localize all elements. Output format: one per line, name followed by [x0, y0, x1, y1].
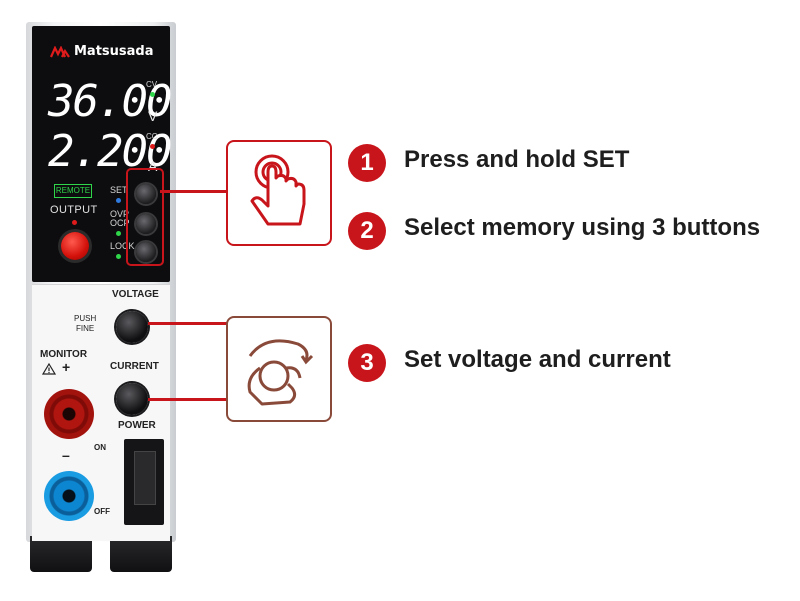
control-panel: VOLTAGE PUSH FINE MONITOR + CURRENT POWE… — [32, 284, 170, 541]
turn-callout — [226, 316, 332, 422]
set-led — [116, 198, 121, 203]
step-3-number: 3 — [348, 344, 386, 382]
current-knob[interactable] — [116, 383, 148, 415]
push-label: PUSH — [74, 314, 97, 323]
connector-line-2 — [148, 322, 232, 325]
positive-terminal[interactable] — [44, 389, 94, 439]
cv-led — [150, 92, 155, 97]
amp-unit: A — [148, 158, 158, 174]
voltage-knob[interactable] — [116, 311, 148, 343]
set-button[interactable] — [136, 184, 156, 204]
fine-label: FINE — [76, 324, 95, 333]
step-1-text: Press and hold SET — [404, 146, 630, 173]
ovp-ocp-led — [116, 231, 121, 236]
minus-label: – — [62, 447, 70, 463]
warning-icon — [42, 363, 56, 375]
lock-led — [116, 254, 121, 259]
press-callout — [226, 140, 332, 246]
power-switch[interactable] — [124, 439, 164, 525]
step-2-number: 2 — [348, 212, 386, 250]
unit-foot-right — [110, 536, 172, 572]
ovp-label: OVP — [110, 209, 130, 219]
hand-press-icon — [250, 154, 306, 226]
memory-buttons-highlight — [126, 168, 164, 266]
current-readout: 2.200 — [48, 126, 172, 177]
step-1: 1 Press and hold SET — [348, 140, 788, 184]
power-supply-unit: Matsusada 36.00 CV V 2.200 CC A REMOTE O… — [26, 22, 176, 572]
matsusada-logo-icon — [50, 46, 70, 58]
volt-unit: V — [148, 108, 158, 124]
on-label: ON — [94, 443, 106, 452]
current-label: CURRENT — [110, 361, 159, 372]
brand-name: Matsusada — [74, 44, 154, 59]
knob-turn-icon — [247, 339, 314, 406]
connector-line-1 — [160, 190, 226, 193]
output-button[interactable] — [61, 232, 89, 260]
cc-led — [150, 144, 155, 149]
remote-indicator: REMOTE — [54, 184, 92, 198]
cv-label: CV — [146, 80, 158, 89]
step-3: 3 Set voltage and current — [348, 340, 788, 384]
ocp-label: OCP — [110, 218, 130, 228]
step-1-number: 1 — [348, 144, 386, 182]
step-2: 2 Select memory using 3 buttons — [348, 208, 788, 252]
set-label: SET — [110, 185, 128, 195]
step-3-text: Set voltage and current — [404, 346, 671, 373]
unit-foot-left — [30, 536, 92, 572]
display-panel: Matsusada 36.00 CV V 2.200 CC A REMOTE O… — [32, 26, 172, 282]
ovp-ocp-button[interactable] — [136, 214, 156, 234]
voltage-label: VOLTAGE — [112, 289, 159, 300]
power-switch-rocker[interactable] — [134, 451, 156, 505]
negative-terminal[interactable] — [44, 471, 94, 521]
power-label: POWER — [118, 420, 156, 431]
lock-button[interactable] — [136, 242, 156, 262]
connector-line-3 — [148, 398, 232, 401]
output-label: OUTPUT — [50, 204, 98, 216]
cc-label: CC — [146, 132, 158, 141]
voltage-readout: 36.00 — [48, 76, 172, 127]
lock-label: LOCK — [110, 241, 135, 251]
off-label: OFF — [94, 507, 110, 516]
step-2-text: Select memory using 3 buttons — [404, 214, 761, 241]
output-led — [72, 220, 77, 225]
monitor-label: MONITOR — [40, 349, 88, 360]
plus-label: + — [62, 359, 71, 375]
